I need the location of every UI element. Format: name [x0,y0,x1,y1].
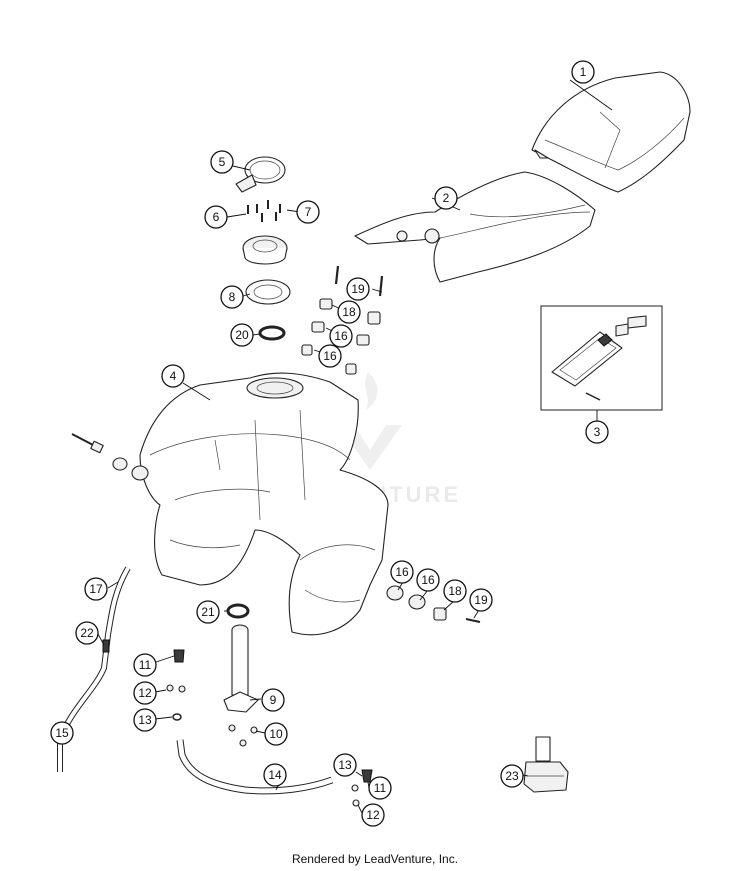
svg-text:7: 7 [305,205,312,219]
callout-15: 15 [50,721,74,745]
callout-12-right: 12 [361,803,385,827]
svg-text:19: 19 [351,282,365,296]
callout-16-d: 16 [416,568,440,592]
tank-mount-bushings-upper [301,265,384,375]
callout-3: 3 [585,420,609,444]
filler-screws [247,200,281,222]
filler-ring-bracket [235,156,286,193]
svg-text:8: 8 [229,290,236,304]
callout-11-left: 11 [133,653,157,677]
svg-text:9: 9 [270,693,277,707]
svg-text:21: 21 [201,605,215,619]
callout-16-c: 16 [390,560,414,584]
svg-text:15: 15 [55,726,69,740]
callout-18-lower: 18 [443,579,467,603]
svg-text:17: 17 [89,582,103,596]
callout-10: 10 [264,722,288,746]
callout-17: 17 [84,577,108,601]
tank-mount-bolts-left [71,433,149,481]
callout-16-a: 16 [329,324,353,348]
fuel-hose-lower [176,739,334,795]
svg-text:14: 14 [268,768,282,782]
rear-seat [531,71,691,193]
svg-text:16: 16 [323,349,337,363]
callout-18-upper: 18 [337,300,361,324]
callout-6: 6 [204,205,228,229]
svg-text:13: 13 [138,713,152,727]
svg-text:23: 23 [505,769,519,783]
svg-text:11: 11 [374,781,387,795]
callout-12-left: 12 [133,681,157,705]
svg-text:18: 18 [342,305,356,319]
svg-text:6: 6 [213,210,220,224]
svg-text:2: 2 [443,191,450,205]
svg-text:20: 20 [235,328,249,342]
callout-1: 1 [571,60,595,84]
svg-text:16: 16 [395,565,409,579]
callout-8: 8 [220,285,244,309]
svg-text:16: 16 [334,329,348,343]
rendered-by-footer: Rendered by LeadVenture, Inc. [291,852,459,866]
fuel-tank [139,372,389,636]
fuel-cap [242,235,288,265]
filler-seal-ring [258,325,286,341]
svg-text:3: 3 [594,425,601,439]
small-fasteners [166,649,373,807]
svg-text:4: 4 [170,369,177,383]
callout-2: 2 [434,186,458,210]
fuel-filter-housing [523,736,569,793]
callout-5: 5 [210,150,234,174]
callout-19-upper: 19 [346,277,370,301]
svg-text:5: 5 [219,155,226,169]
callout-19-lower: 19 [469,588,493,612]
callout-7: 7 [296,200,320,224]
callout-20: 20 [230,323,254,347]
svg-text:22: 22 [80,626,94,640]
front-seat [354,171,596,283]
svg-text:18: 18 [448,584,462,598]
callout-22: 22 [75,621,99,645]
callout-13-left: 13 [133,708,157,732]
svg-text:10: 10 [269,727,283,741]
callout-21: 21 [196,600,220,624]
svg-text:12: 12 [138,686,152,700]
tool-kit-box [540,305,663,411]
fuel-pump-tube [223,603,259,713]
svg-text:11: 11 [139,658,152,672]
svg-text:19: 19 [474,593,488,607]
callout-4: 4 [161,364,185,388]
breather-hose [57,566,131,772]
svg-text:1: 1 [580,65,587,79]
callout-16-b: 16 [318,344,342,368]
svg-text:16: 16 [421,573,435,587]
filler-flange [245,279,291,305]
callout-11-right: 11 [368,776,392,800]
callout-14: 14 [263,763,287,787]
callout-13-right: 13 [333,753,357,777]
callout-23: 23 [500,764,524,788]
svg-text:13: 13 [338,758,352,772]
callout-9: 9 [261,688,285,712]
svg-text:12: 12 [366,808,380,822]
